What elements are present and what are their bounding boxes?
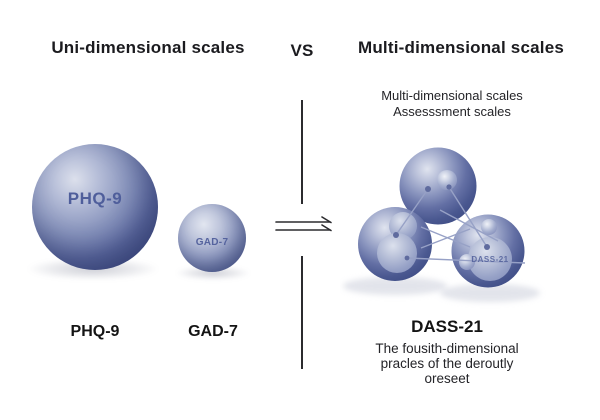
dass21-sphere-cluster: DASS-21 <box>343 147 540 302</box>
dass21-caption-line1: The fousith-dimensional <box>375 341 519 356</box>
dass21-caption-line2: pracles of the deroutly <box>380 356 514 371</box>
cluster-left-bump-lower <box>377 233 417 273</box>
cluster-shadow-left <box>343 277 447 295</box>
cluster-right-satellite-top <box>481 219 497 235</box>
multi-dimensional-title: Multi-dimensional scales <box>357 38 565 57</box>
cluster-right-satellite-left <box>459 254 475 270</box>
phq9-sphere-label: PHQ-9 <box>67 189 123 208</box>
multi-subtitle-line1: Multi-dimensional scales <box>381 88 523 103</box>
gad7-sphere: GAD-7 <box>178 204 246 272</box>
gad7-sphere-label: GAD-7 <box>195 236 229 248</box>
cluster-shadow-right <box>440 284 540 302</box>
vs-label: VS <box>290 41 314 60</box>
vertical-divider-bottom <box>301 256 303 369</box>
cluster-top-satellite-sphere <box>437 170 457 190</box>
cluster-top-sphere <box>399 147 477 225</box>
cluster-connector-nodes <box>393 184 490 261</box>
vertical-divider-top <box>301 100 303 204</box>
dass21-sphere-label: DASS-21 <box>471 255 508 264</box>
gad7-sphere-shadow <box>176 266 250 280</box>
phq9-sphere: PHQ-9 <box>32 144 158 270</box>
multi-subtitle-line2: Assesssment scales <box>393 104 511 119</box>
dass21-caption-title: DASS-21 <box>411 317 483 336</box>
double-right-arrow-icon <box>275 216 332 232</box>
cluster-connector-lines <box>395 186 526 264</box>
gad7-caption: GAD-7 <box>188 323 238 340</box>
dass21-caption-line3: oreseet <box>424 371 470 386</box>
uni-dimensional-title: Uni-dimensional scales <box>51 38 245 57</box>
cluster-right-inner-circle <box>468 237 512 281</box>
phq9-caption: PHQ-9 <box>70 323 120 340</box>
